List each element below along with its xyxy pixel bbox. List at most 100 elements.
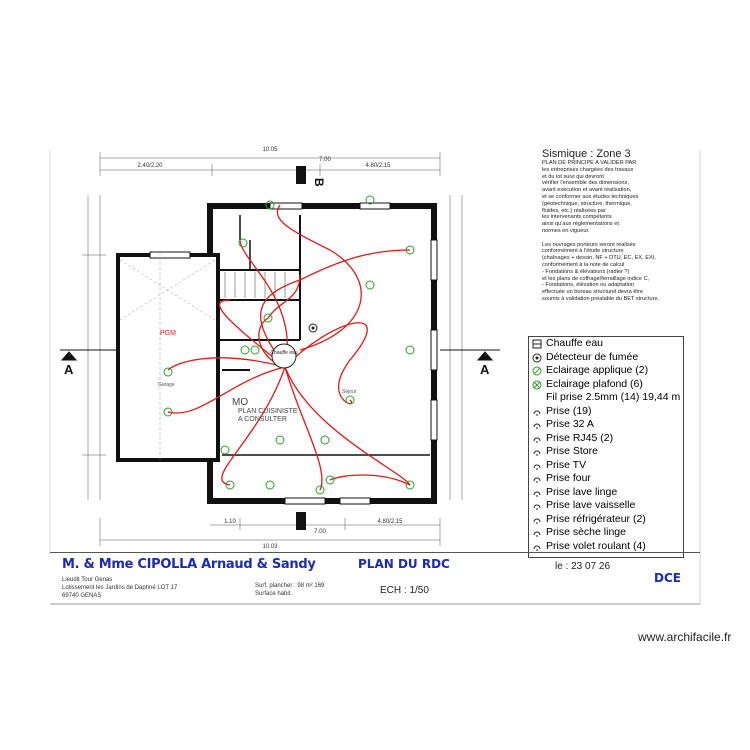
legend-item-label: Chauffe eau [546, 337, 604, 349]
address-line-3: 69740 GENAS [62, 593, 102, 599]
legend-item-label: Eclairage applique (2) [546, 364, 649, 376]
plan-date: le : 23 07 26 [555, 561, 611, 572]
notes-line: fluides, etc.) réalisées par [542, 207, 606, 214]
legend-item-label: Eclairage plafond (6) [546, 377, 643, 390]
watermark: www.archifacile.fr [638, 630, 732, 644]
legend-item: Prise volet roulant (4) [529, 540, 683, 554]
room-label-sejour: Séjour [342, 389, 357, 395]
dim-bottom-part-3: 4.80/2.15 [377, 519, 403, 525]
surface-line-1: Surf. plancher : 98 m² 169 [255, 583, 325, 589]
dim-top-part-2: 7.00 [319, 157, 331, 163]
legend-item: Prise sèche linge [529, 526, 683, 540]
fridge-socket-icon [532, 515, 542, 525]
legend-item: Prise four [529, 472, 683, 486]
notes-line: et se conformer aux études techniques [542, 193, 639, 200]
mo-label: MO [232, 397, 249, 408]
legend-item: Prise lave vaisselle [529, 499, 683, 513]
dishwasher-socket-icon [532, 501, 542, 511]
notes-line: soumis à validation préalable du BET str… [542, 295, 660, 302]
notes-line: conformément à la note de calcul [542, 261, 625, 268]
notes-line: PLAN DE PRINCIPE A VALIDER PAR [542, 160, 637, 166]
notes-line: - Fondations & élévations (radier ?) [542, 268, 630, 275]
surface-line-2: Surface habit. [255, 591, 293, 597]
kitchen-note: PLAN CUISINISTE A CONSULTER [238, 408, 298, 424]
legend-item-label: Prise lave linge [546, 485, 618, 498]
dryer-socket-icon [532, 528, 542, 538]
legend-item-label: Prise 32 A [546, 418, 594, 430]
notes-line [542, 235, 707, 242]
shutter-socket-icon [532, 542, 542, 552]
legend-item-label: Prise Store [546, 445, 598, 457]
notes-line: vérifier l'ensemble des dimensions, [542, 180, 629, 187]
notes-line: conformément à l'étude structure [542, 248, 624, 255]
legend-item-label: Fil prise 2.5mm (14) 19,44 m [546, 391, 681, 403]
garage-hatch [119, 252, 216, 460]
rj45-icon [532, 434, 542, 444]
legend-blank-symbol [532, 393, 542, 403]
section-b-label: B [312, 178, 326, 187]
dim-bottom-part-1: 1.10 [224, 519, 236, 525]
notes-line: ainsi qu'aux réglementations et [542, 221, 619, 228]
legend-item: Eclairage applique (2) [529, 364, 683, 378]
chauffe-eau-label: Chauffe eau [270, 350, 297, 356]
notes-line: les entreprises chargées des travaux [542, 166, 634, 173]
legend-item-label: Prise RJ45 (2) [546, 431, 614, 444]
dim-top-part-1: 2.40/2.20 [137, 163, 163, 169]
legend-item: Prise 32 A [529, 418, 683, 432]
notes-line: Les ouvrages porteurs seront réalisés [542, 241, 636, 248]
legend-item: Détecteur de fumée [529, 351, 683, 365]
tv-socket-icon [532, 461, 542, 471]
legend-item: Chauffe eau [529, 337, 683, 351]
legend-item-label: Détecteur de fumée [546, 350, 639, 363]
owner-name: M. & Mme CIPOLLA Arnaud & Sandy [62, 557, 316, 572]
section-a-markers [60, 349, 500, 361]
right-dimensions [449, 195, 463, 500]
notes-line: et les plans de coffrage/ferraillage ind… [542, 275, 650, 282]
legend-item: Prise Store [529, 445, 683, 459]
smoke-detector-icon [532, 353, 542, 363]
legend-item: Prise (19) [529, 405, 683, 419]
notes-line: effectuée un bureau structurel devra êtr… [542, 289, 643, 296]
legend-item: Eclairage plafond (6) [529, 378, 683, 392]
socket-icon [532, 407, 542, 417]
notes-line: avant exécution et avant réalisation, [542, 187, 632, 194]
address-line-1: Lieudit Tour Genas [62, 577, 113, 583]
room-label-garage: Garage [158, 382, 175, 388]
water-heater-icon [532, 339, 542, 349]
legend-item-label: Prise volet roulant (4) [546, 539, 646, 552]
wall-light-icon [532, 366, 542, 376]
electrical-symbols [163, 195, 415, 495]
socket-32a-icon [532, 420, 542, 430]
stairs [224, 272, 286, 298]
water-heater-icon [271, 343, 297, 369]
legend-item: Fil prise 2.5mm (14) 19,44 m [529, 391, 683, 405]
oven-socket-icon [532, 474, 542, 484]
top-dimensions [99, 152, 441, 176]
notes-line: (chaînages + dessin, NF + DTU, EC, EX, E… [542, 255, 656, 262]
windows [149, 202, 438, 505]
dim-bottom-total: 10.03 [262, 544, 278, 550]
legend-item-label: Prise réfrigérateur (2) [546, 512, 646, 525]
legend-item: Prise lave linge [529, 486, 683, 500]
legend-item-label: Prise lave vaisselle [546, 499, 636, 511]
plan-scale: ECH : 1/50 [380, 585, 429, 596]
section-b-markers [296, 166, 306, 530]
seismic-notes: Sismique : Zone 3 PLAN DE PRINCIPE A VAL… [542, 148, 707, 303]
legend-item-label: Prise four [546, 472, 591, 484]
notes-line: et du lot suivi qui devront [542, 173, 604, 180]
notes-line: les intervenants compétents [542, 214, 612, 221]
address-line-2: Lotissement les Jardins de Daphné LOT 17 [62, 585, 178, 591]
smoke-detector-icon [308, 323, 318, 333]
legend-item: Prise TV [529, 459, 683, 473]
title-block: M. & Mme CIPOLLA Arnaud & Sandy Lieudit … [50, 552, 700, 605]
legend-item-label: Prise (19) [546, 404, 592, 417]
section-a-left-label: A [64, 362, 74, 377]
kitchen-note-line-2: A CONSULTER [238, 416, 287, 423]
legend-item: Prise réfrigérateur (2) [529, 513, 683, 527]
legend-item-label: Prise TV [546, 458, 587, 471]
dim-bottom-part-2: 7.00 [314, 529, 326, 535]
